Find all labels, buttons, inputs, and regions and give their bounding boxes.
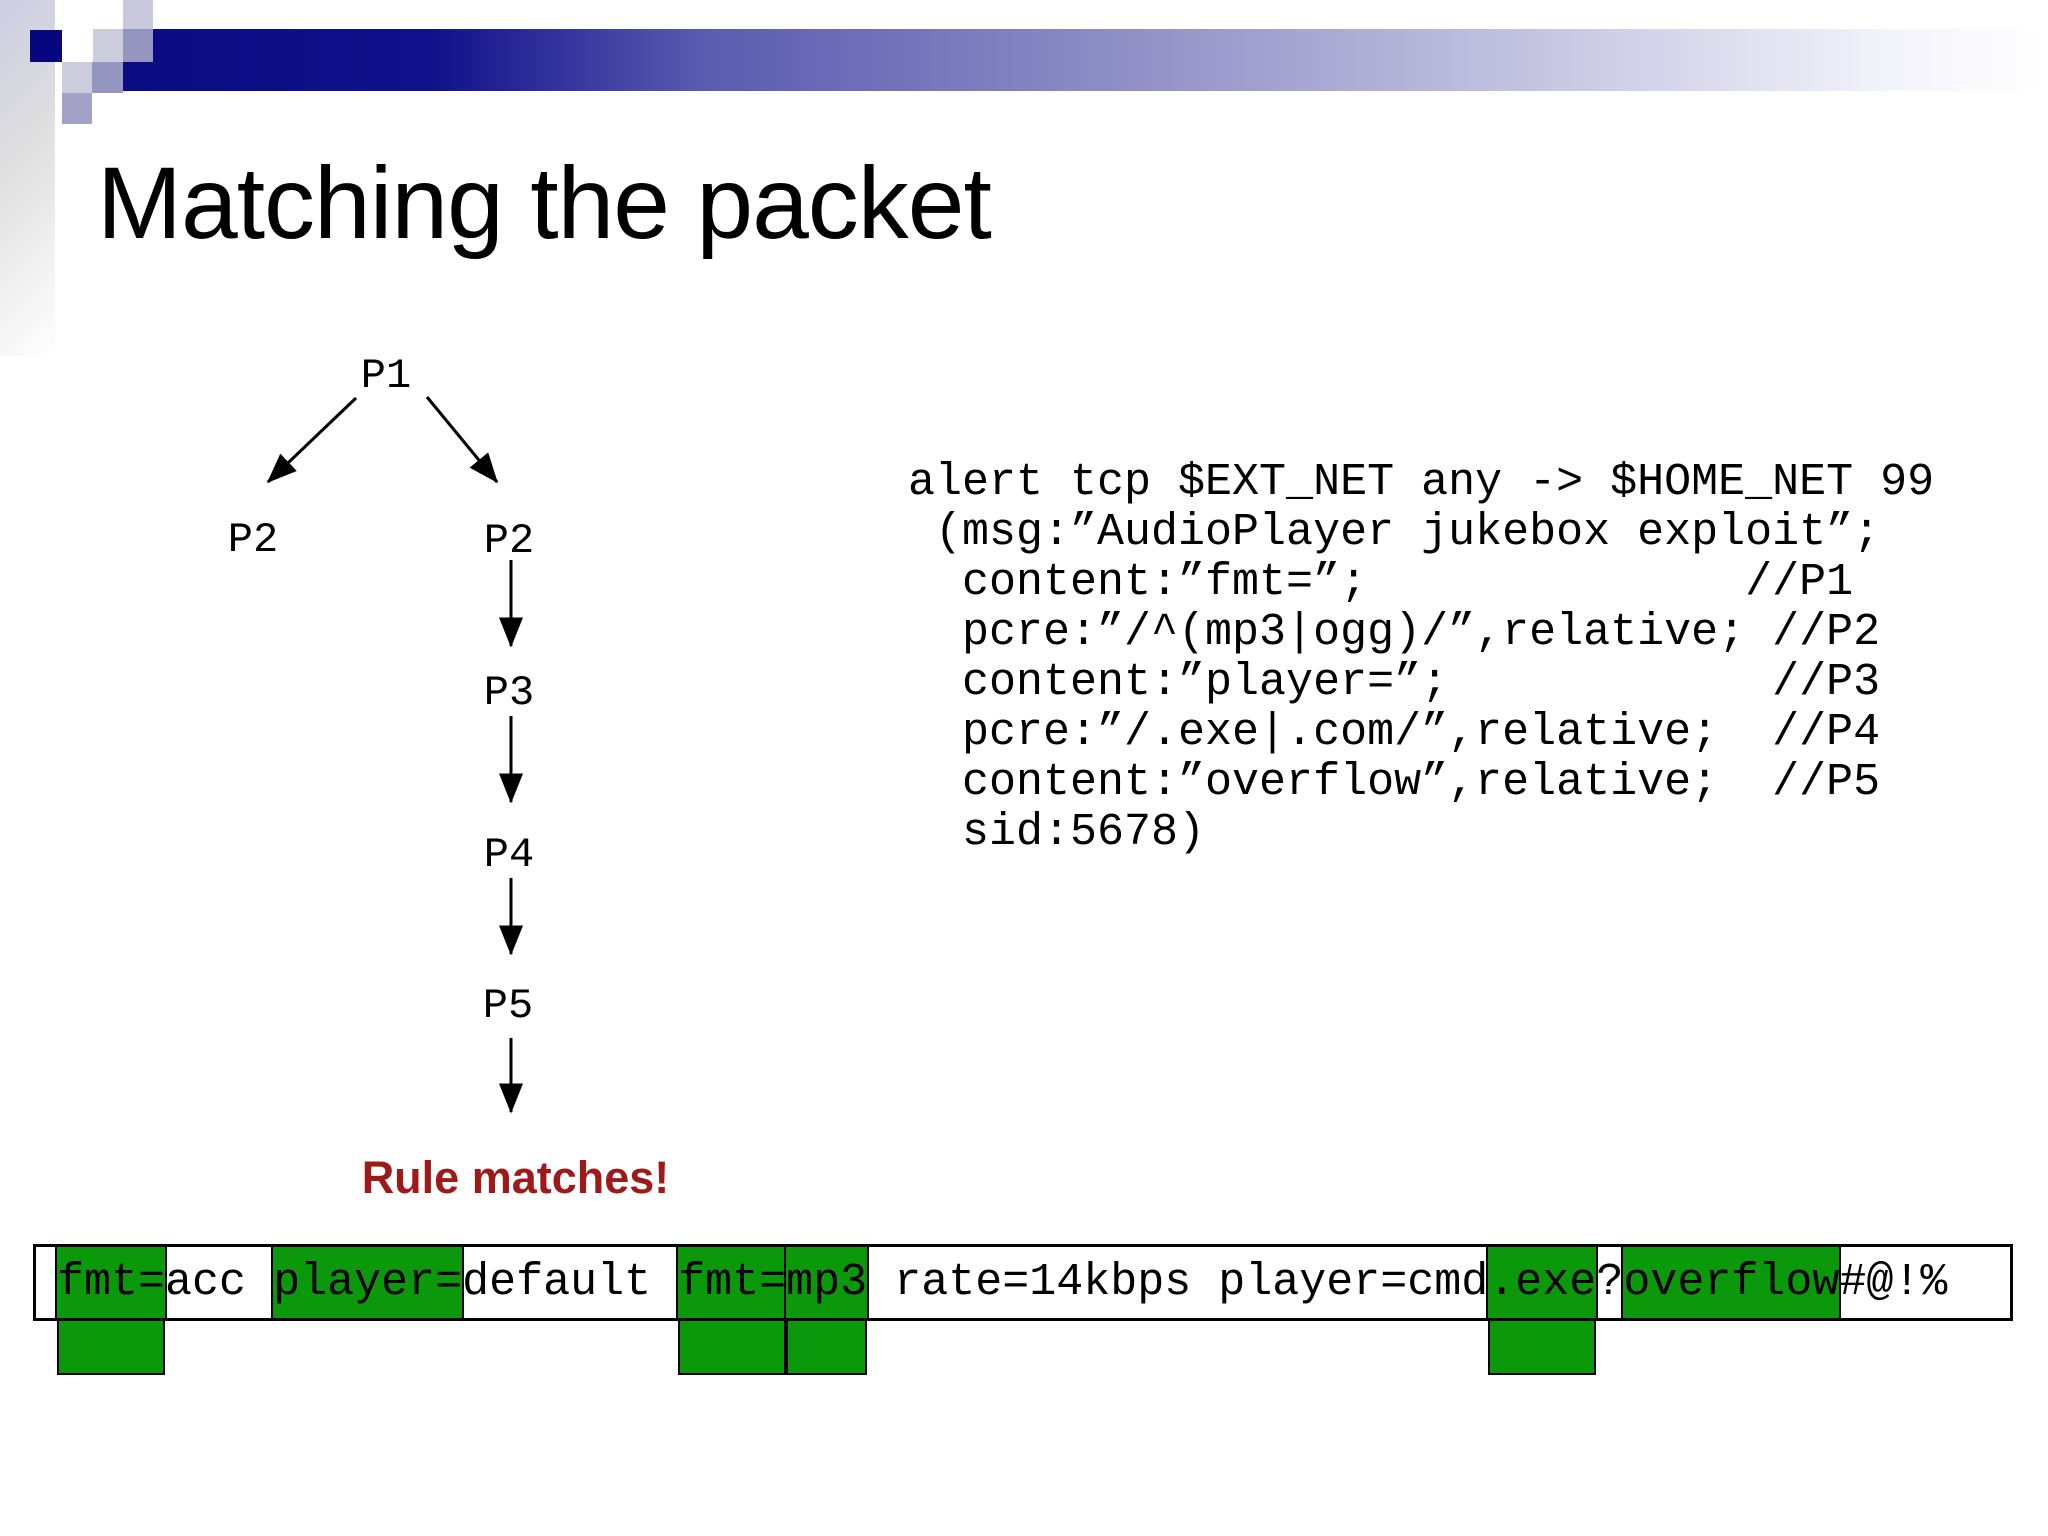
mosaic-square-navy [30, 30, 62, 62]
mosaic-square-medium [123, 29, 153, 62]
packet-segment-rate: rate=14kbps player=cmd [867, 1257, 1489, 1308]
packet-segment-mp3: mp3 [784, 1247, 870, 1318]
edge-p1-p2right [425, 396, 499, 484]
mosaic-square-light [123, 0, 153, 29]
mosaic-square-medium [62, 93, 92, 124]
packet-bar: fmt= acc player= default fmt= mp3 rate=1… [33, 1244, 2013, 1375]
match-marker-mp3 [786, 1321, 867, 1375]
header-gradient-bar [123, 29, 2048, 91]
mosaic-square-light [62, 62, 92, 93]
mosaic-square-light [93, 29, 123, 62]
packet-segment-default: default [462, 1257, 679, 1308]
packet-segment-overflow: overflow [1621, 1247, 1842, 1318]
packet-segment-tail: #@!% [1839, 1257, 1948, 1308]
tree-node-p1: P1 [360, 352, 412, 400]
packet-segment-fmt1: fmt= [55, 1247, 168, 1318]
tree-node-p5: P5 [482, 982, 534, 1030]
mosaic-square-medium [92, 62, 123, 93]
edge-p1-p2left [266, 396, 358, 484]
packet-segment-qmark: ? [1596, 1257, 1624, 1308]
packet-segment-fmt2: fmt= [676, 1247, 789, 1318]
match-marker-fmt1 [57, 1321, 165, 1375]
rule-matches-label: Rule matches! [361, 1152, 670, 1203]
packet-segment-exe: .exe [1486, 1247, 1599, 1318]
tree-node-p3: P3 [483, 669, 535, 717]
snort-rule-code: alert tcp $EXT_NET any -> $HOME_NET 99 (… [908, 457, 1935, 858]
match-marker-fmt2 [678, 1321, 786, 1375]
tree-node-p2-right: P2 [483, 517, 535, 565]
tree-node-p2-left: P2 [227, 516, 279, 564]
tree-node-p4: P4 [483, 831, 535, 879]
packet-segment-player1: player= [271, 1247, 465, 1318]
match-marker-exe [1488, 1321, 1596, 1375]
packet-segment-acc: acc [165, 1257, 274, 1308]
slide-title: Matching the packet [97, 146, 992, 260]
